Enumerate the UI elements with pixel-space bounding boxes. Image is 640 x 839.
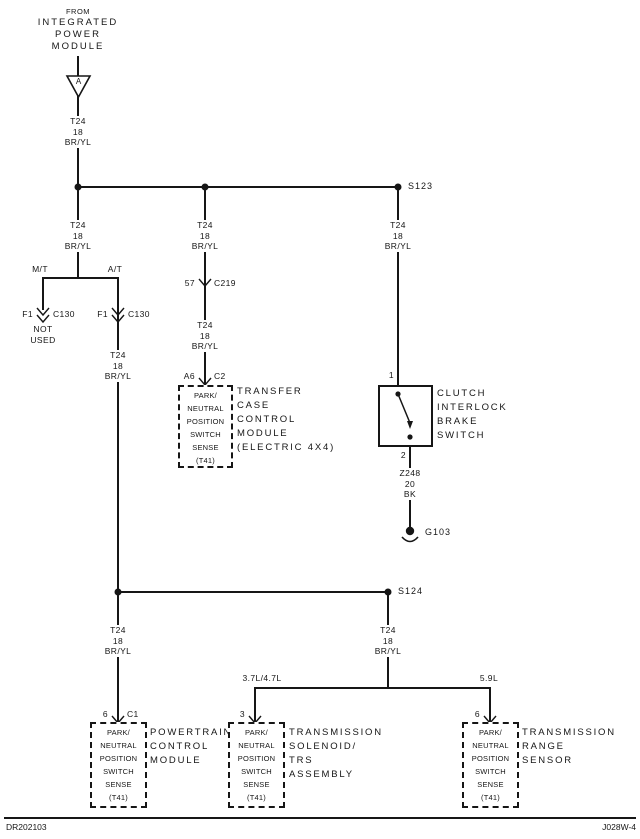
wire-color: BR/YL	[64, 137, 92, 147]
wire-gauge: 18	[112, 360, 124, 371]
ground-label-g103: G103	[425, 527, 452, 537]
component-label-pcm: POWERTRAIN CONTROL MODULE	[150, 727, 233, 766]
connector-pin-label: F1	[22, 309, 33, 319]
switch-contact-icon	[395, 391, 413, 440]
source-connector-letter: A	[75, 77, 82, 86]
wire-label-z248: Z248 20 BK	[396, 468, 424, 500]
splice-label-s123: S123	[408, 181, 434, 191]
connector-pin-label: 1	[388, 370, 394, 380]
wire-segment-clutch-in	[397, 187, 399, 385]
connector-pin-label: 6	[102, 709, 108, 719]
splice-dot-s124	[384, 588, 392, 596]
wire-segment-range-sensor	[489, 688, 491, 722]
splice-label-s124: S124	[398, 586, 424, 596]
wire-color: BR/YL	[191, 241, 219, 251]
wire-gauge: 18	[382, 635, 394, 646]
inline-connector-icon	[111, 307, 125, 324]
connector-name-c219: C219	[214, 278, 236, 288]
wire-label: T24 18 BR/YL	[61, 116, 95, 148]
footer-sheet-code: J028W-4	[602, 822, 636, 832]
ground-icon	[401, 526, 419, 543]
connector-name-c2: C2	[214, 371, 226, 381]
engine-variant-label: 3.7L/4.7L	[242, 673, 282, 683]
wire-circuit: T24	[110, 625, 126, 635]
wire-gauge: 18	[199, 330, 211, 341]
wire-split-mt-at	[42, 277, 119, 279]
component-label-clutch-interlock-switch: CLUTCH INTERLOCK BRAKE SWITCH	[437, 388, 508, 441]
not-used-label: NOT USED	[30, 324, 56, 345]
wire-circuit: T24	[197, 320, 213, 330]
wire-circuit: T24	[110, 350, 126, 360]
pnp-switch-sense-box-pcm: PARK/ NEUTRAL POSITION SWITCH SENSE (T41…	[90, 722, 147, 808]
wire-gauge: 18	[72, 230, 84, 241]
wire-segment-at	[117, 278, 119, 592]
wire-circuit: T24	[380, 625, 396, 635]
wire-circuit: T24	[197, 220, 213, 230]
wire-label: T24 18 BR/YL	[101, 625, 135, 657]
wire-label: T24 18 BR/YL	[371, 625, 405, 657]
component-label-transfer-case-module: TRANSFER CASE CONTROL MODULE (ELECTRIC 4…	[237, 386, 336, 453]
wire-color: BR/YL	[374, 646, 402, 656]
wire-label: T24 18 BR/YL	[188, 220, 222, 252]
engine-variant-label: 5.9L	[479, 673, 499, 683]
source-name-line: INTEGRATED	[37, 17, 119, 28]
wire-circuit: T24	[70, 220, 86, 230]
wire-circuit: Z248	[399, 468, 421, 478]
connector-pin-label: 6	[474, 709, 480, 719]
wire-gauge: 20	[404, 478, 416, 489]
wire-gauge: 18	[112, 635, 124, 646]
branch-label-mt: M/T	[32, 264, 48, 274]
clutch-switch-box	[378, 385, 433, 447]
junction-dot	[114, 588, 122, 596]
wire-segment-mt	[42, 278, 44, 310]
footer-doc-code: DR202103	[6, 822, 47, 832]
connector-pin-label: 2	[400, 450, 406, 460]
wire-label: T24 18 BR/YL	[188, 320, 222, 352]
wire-segment-pcm	[117, 592, 119, 722]
connector-name-c130: C130	[53, 309, 75, 319]
connector-name-c130: C130	[128, 309, 150, 319]
source-name-line: POWER	[55, 29, 101, 40]
triangle-connector-icon	[65, 75, 92, 99]
inline-connector-icon	[198, 278, 212, 288]
wire-label: T24 18 BR/YL	[61, 220, 95, 252]
footer-rule	[4, 817, 636, 819]
wire-color: BK	[403, 489, 417, 499]
junction-dot	[74, 183, 82, 191]
connector-pin-label: 3	[239, 709, 245, 719]
junction-dot	[201, 183, 209, 191]
wire-circuit: T24	[390, 220, 406, 230]
inline-connector-icon	[36, 307, 50, 324]
connector-pin-label: A6	[183, 371, 195, 381]
wire-color: BR/YL	[191, 341, 219, 351]
wire-color: BR/YL	[64, 241, 92, 251]
connector-name-c1: C1	[127, 709, 139, 719]
pnp-switch-sense-box-solenoid: PARK/ NEUTRAL POSITION SWITCH SENSE (T41…	[228, 722, 285, 808]
source-from-label: FROM	[65, 7, 91, 16]
bus-line-s124	[117, 591, 389, 593]
wire-segment	[77, 56, 79, 76]
wire-gauge: 18	[392, 230, 404, 241]
component-label-trans-range-sensor: TRANSMISSION RANGE SENSOR	[522, 727, 616, 766]
wire-gauge: 18	[72, 126, 84, 137]
wire-gauge: 18	[199, 230, 211, 241]
wire-split-engines	[254, 687, 491, 689]
connector-pin-label: F1	[97, 309, 108, 319]
wire-segment-solenoid	[254, 688, 256, 722]
branch-label-at: A/T	[107, 264, 123, 274]
wire-color: BR/YL	[384, 241, 412, 251]
wire-label: T24 18 BR/YL	[381, 220, 415, 252]
wire-label: T24 18 BR/YL	[101, 350, 135, 382]
wire-color: BR/YL	[104, 371, 132, 381]
connector-pin-label: 57	[184, 278, 195, 288]
component-label-trans-solenoid: TRANSMISSION SOLENOID/ TRS ASSEMBLY	[289, 727, 383, 780]
wire-circuit: T24	[70, 116, 86, 126]
bus-line-s123	[77, 186, 399, 188]
splice-dot-s123	[394, 183, 402, 191]
wire-color: BR/YL	[104, 646, 132, 656]
source-name-line: MODULE	[51, 41, 105, 52]
pnp-switch-sense-box-range-sensor: PARK/ NEUTRAL POSITION SWITCH SENSE (T41…	[462, 722, 519, 808]
pnp-switch-sense-box-tccm: PARK/ NEUTRAL POSITION SWITCH SENSE (T41…	[178, 385, 233, 468]
